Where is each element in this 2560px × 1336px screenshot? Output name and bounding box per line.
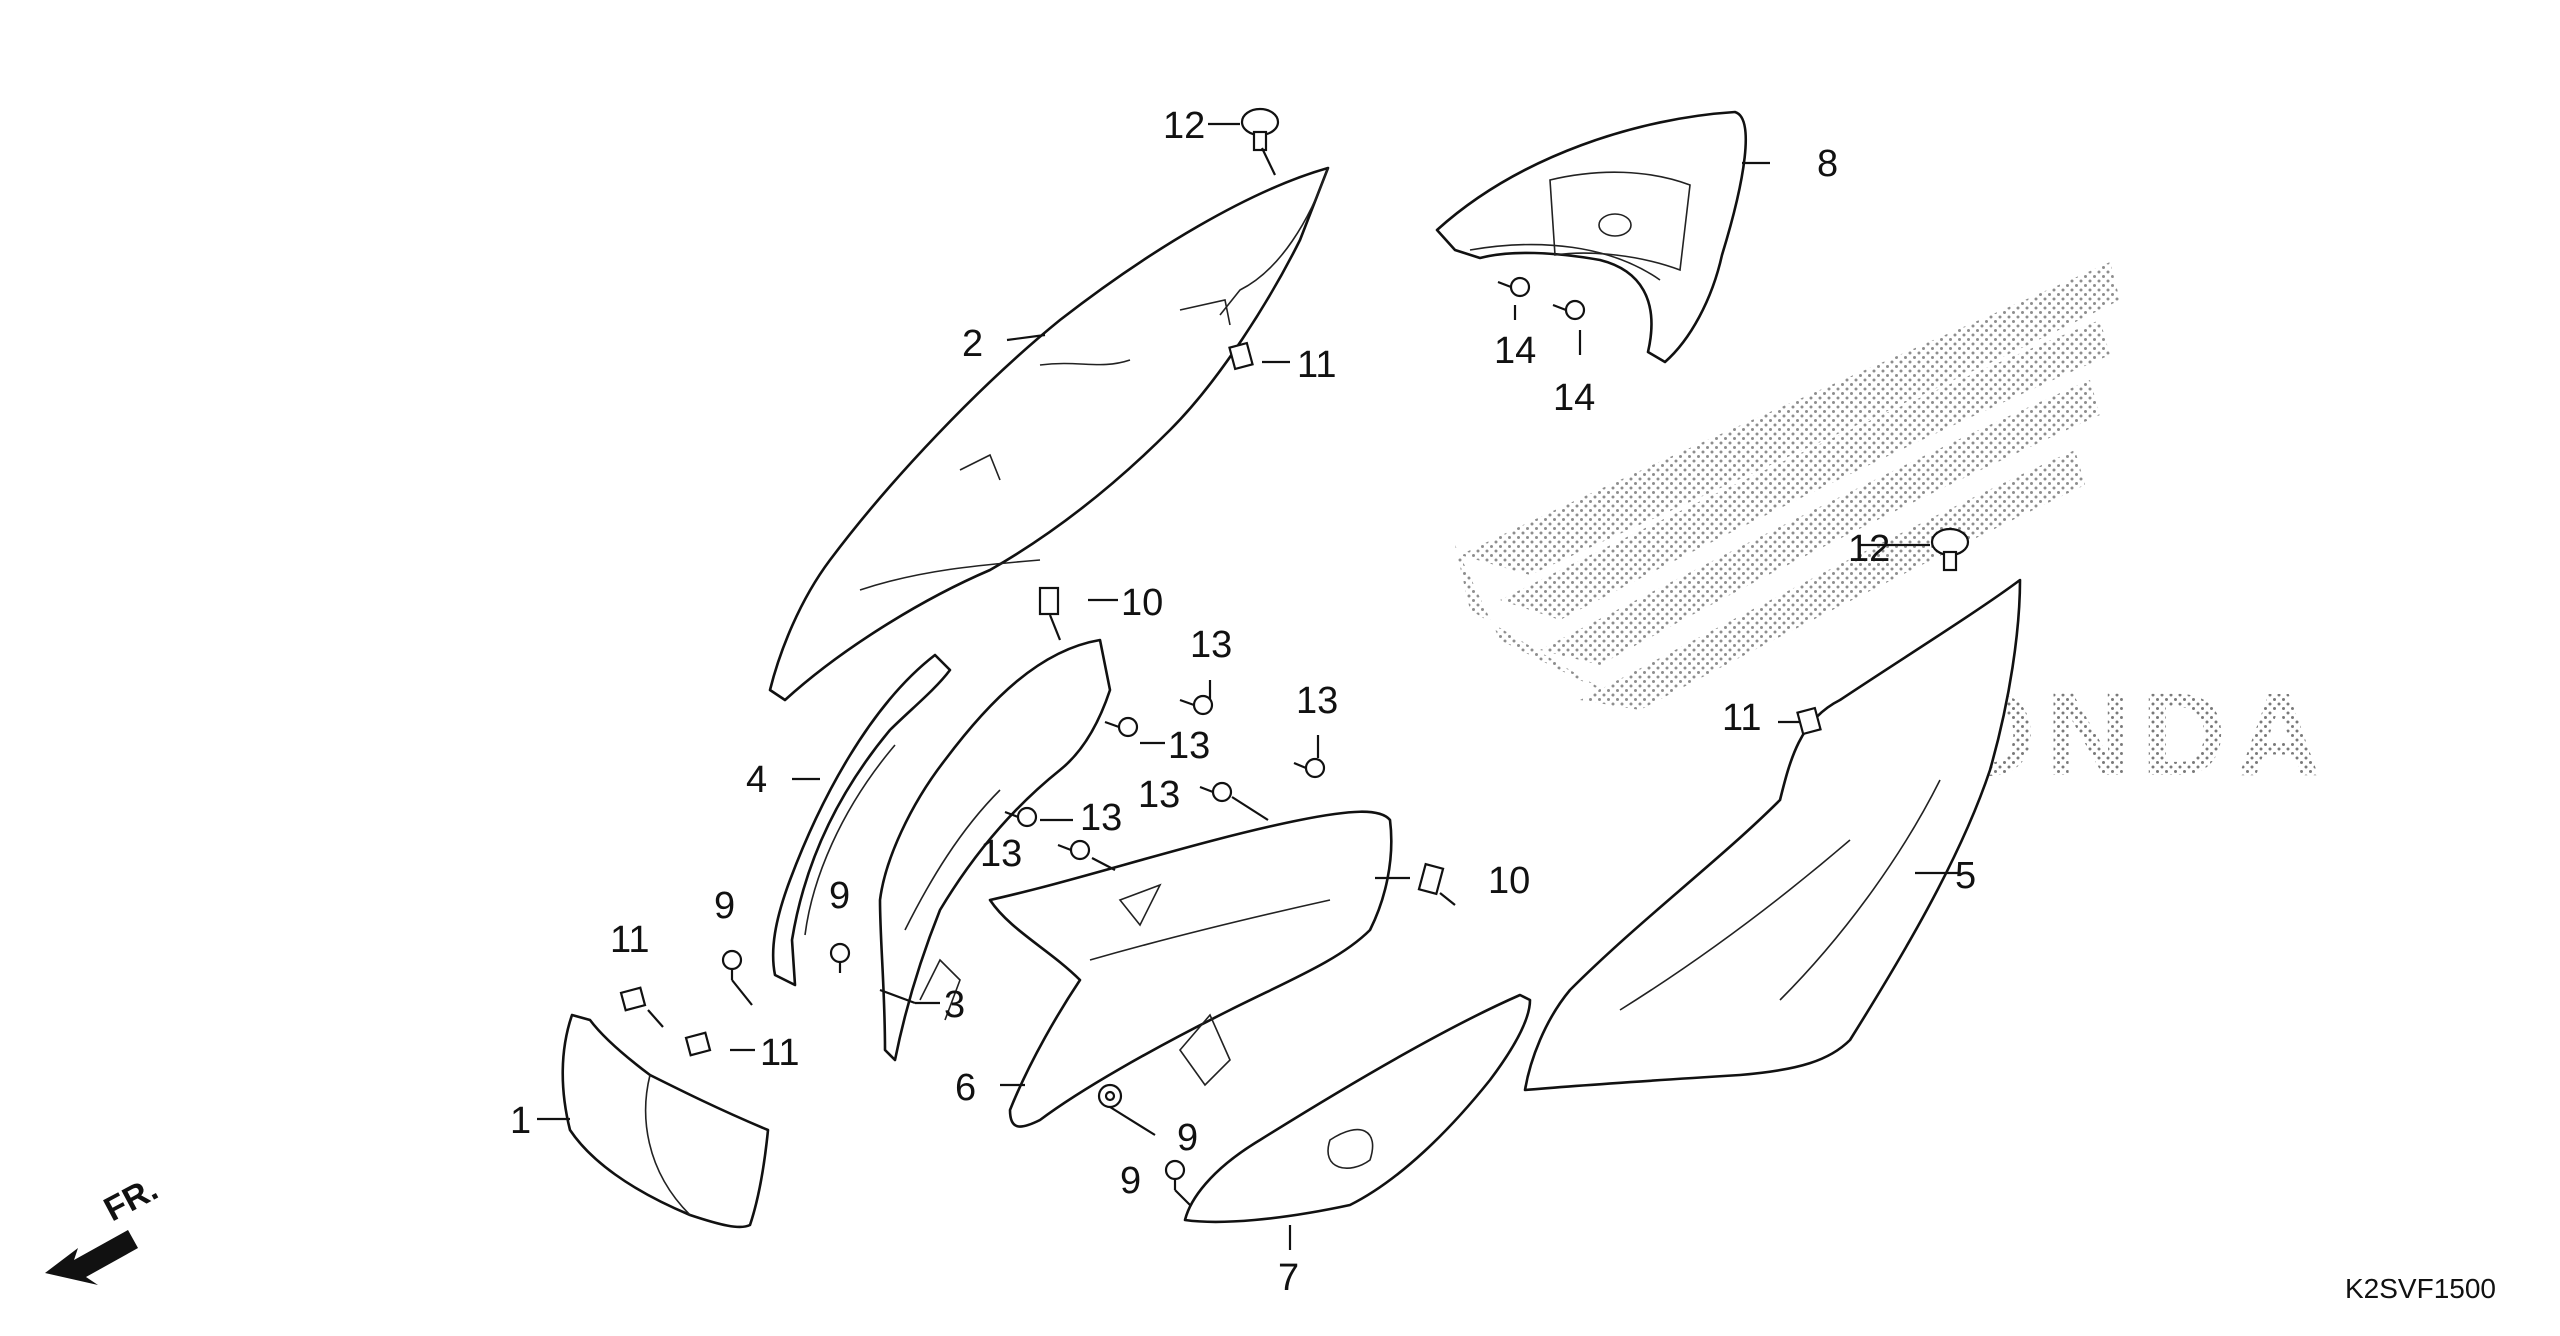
callout-8: 8 (1817, 143, 1838, 185)
fasteners (619, 107, 1970, 1190)
callout-13-f: 13 (980, 833, 1022, 875)
callout-5: 5 (1955, 855, 1976, 897)
callout-9-b: 9 (829, 875, 850, 917)
screw-14-a (1497, 276, 1531, 298)
callout-13-a: 13 (1190, 624, 1232, 666)
clip-11-d (684, 1031, 712, 1057)
callout-9-c: 9 (1177, 1117, 1198, 1159)
callout-14-a: 14 (1494, 330, 1536, 372)
clip-11-b (1796, 706, 1822, 736)
screw-13-e (1004, 806, 1038, 828)
arrow-icon (45, 1230, 138, 1285)
callout-11-right: 11 (1722, 697, 1761, 739)
callout-13-c: 13 (1296, 680, 1338, 722)
callout-13-e: 13 (1080, 797, 1122, 839)
diagram-code: K2SVF1500 (2345, 1273, 2496, 1304)
clip-11-a (1228, 341, 1254, 371)
callout-11-upper: 11 (1297, 344, 1336, 386)
callout-11-lower: 11 (760, 1032, 799, 1074)
part-4-trim-strip (771, 653, 952, 987)
screw-13-a (1179, 694, 1214, 716)
callout-13-d: 13 (1138, 774, 1180, 816)
callout-11-left: 11 (610, 919, 649, 961)
screw-12-top (1240, 107, 1280, 152)
screw-9-a (721, 949, 743, 980)
grommet-9-c (1097, 1083, 1123, 1109)
clip-10-a (1038, 586, 1060, 616)
callout-3: 3 (944, 984, 965, 1026)
callout-6: 6 (955, 1067, 976, 1109)
part-1-front-fairing (561, 1013, 770, 1229)
callout-2: 2 (962, 323, 983, 365)
callout-labels: 12 8 2 11 14 14 12 10 13 13 13 13 13 13 … (510, 105, 1976, 1299)
callout-14-b: 14 (1553, 377, 1595, 419)
screw-13-b (1104, 716, 1139, 738)
clip-11-c (619, 986, 647, 1012)
front-direction-arrow: FR. (45, 1170, 164, 1285)
screw-13-d (1199, 781, 1233, 803)
part-7-lower-side-panel (1183, 993, 1532, 1224)
honda-wing-watermark (1455, 262, 2120, 710)
part-6-center-lower-cover (988, 810, 1393, 1128)
callout-12-top: 12 (1163, 105, 1205, 147)
callout-4: 4 (746, 759, 767, 801)
part-2-upper-side-cover (768, 166, 1330, 702)
leader-lines (537, 122, 1960, 1250)
part-3-inner-panel (878, 638, 1112, 1062)
callout-1: 1 (510, 1100, 531, 1142)
callout-10-lower: 10 (1488, 860, 1530, 902)
screw-9-d (1164, 1159, 1186, 1190)
screw-12-right (1930, 527, 1970, 572)
clip-10-b (1417, 862, 1445, 896)
callout-9-a: 9 (714, 885, 735, 927)
callout-7: 7 (1278, 1257, 1299, 1299)
callout-9-d: 9 (1120, 1160, 1141, 1202)
callout-10-upper: 10 (1121, 582, 1163, 624)
screw-14-b (1552, 299, 1586, 321)
callout-12-right: 12 (1848, 528, 1890, 570)
screw-13-c (1293, 757, 1326, 779)
screw-9-b (829, 942, 851, 973)
callout-13-b: 13 (1168, 725, 1210, 767)
screw-13-f (1057, 839, 1091, 861)
front-label: FR. (98, 1170, 164, 1229)
part-8-rear-cowl (1435, 110, 1748, 364)
